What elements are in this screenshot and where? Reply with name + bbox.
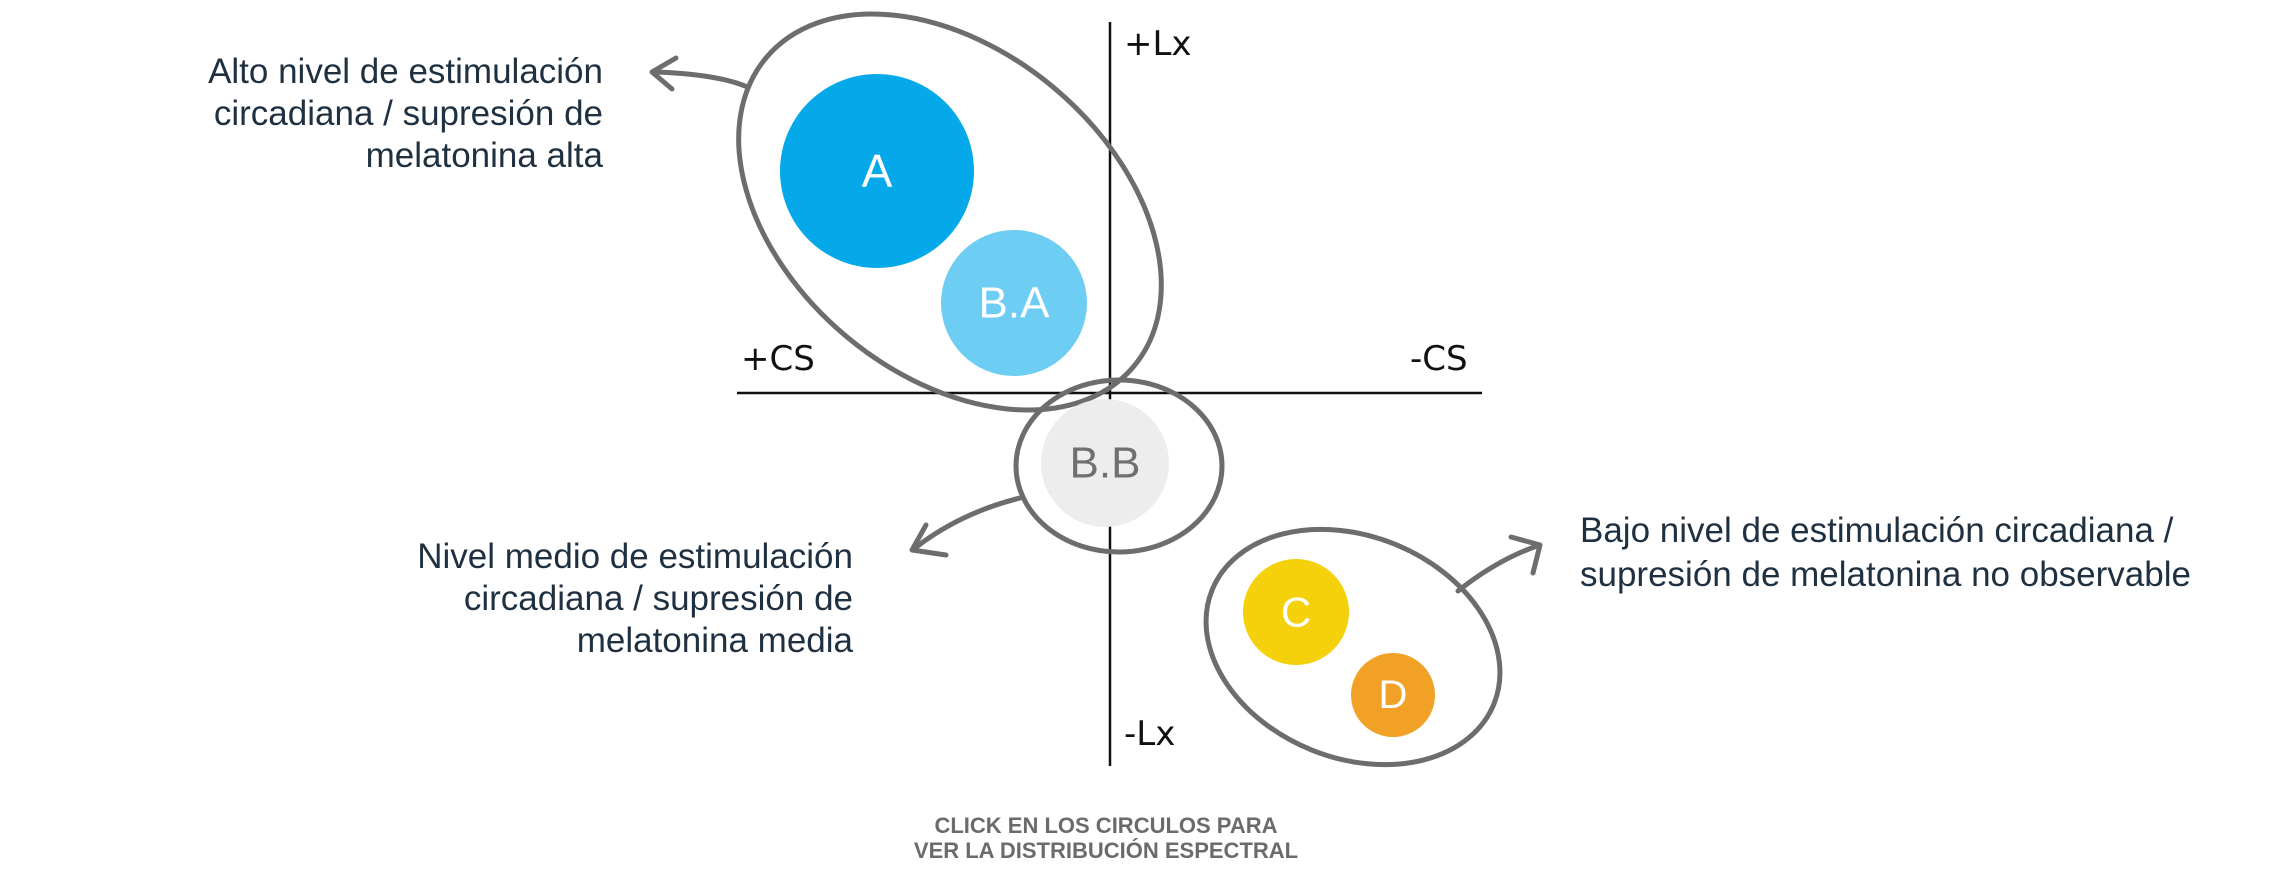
medium-group-line-2: circadiana / supresión de: [464, 579, 853, 618]
medium-group-description: Nivel medio de estimulación circadiana /…: [417, 537, 853, 660]
high-group-line-2: circadiana / supresión de: [214, 94, 603, 133]
circle-BA-shape[interactable]: [941, 230, 1087, 376]
high-group-outline: [736, 11, 1164, 413]
low-group-outline: [1203, 526, 1503, 768]
medium-group-line-3: melatonina media: [577, 621, 854, 660]
circle-C[interactable]: C: [1243, 559, 1349, 665]
axis-label-top: +Lx: [1124, 24, 1192, 64]
footer-line-2: VER LA DISTRIBUCIÓN ESPECTRAL: [914, 838, 1298, 863]
low-group-description: Bajo nivel de estimulación circadiana / …: [1580, 511, 2191, 594]
circle-C-shape[interactable]: [1243, 559, 1349, 665]
axis-label-right: -CS: [1410, 339, 1468, 379]
medium-group-outline: [1013, 377, 1225, 555]
high-group-line-1: Alto nivel de estimulación: [208, 52, 603, 91]
circle-D-label: D: [1379, 673, 1408, 717]
circle-A-shape[interactable]: [780, 74, 974, 268]
footer-line-1: CLICK EN LOS CIRCULOS PARA: [934, 813, 1277, 838]
circle-C-label: C: [1281, 589, 1311, 636]
medium-group-arrow: [909, 495, 1023, 558]
circle-BA-label: B.A: [979, 279, 1051, 328]
circle-BB-shape[interactable]: [1041, 399, 1169, 527]
axis-label-bottom: -Lx: [1124, 714, 1175, 754]
circle-A-label: A: [862, 145, 893, 197]
circle-BA[interactable]: B.A: [941, 230, 1087, 376]
circle-BB-label: B.B: [1070, 439, 1141, 488]
circle-BB[interactable]: B.B: [1041, 399, 1169, 527]
low-group-line-1: Bajo nivel de estimulación circadiana /: [1580, 511, 2174, 550]
circle-D[interactable]: D: [1351, 653, 1435, 737]
axis-label-left: +CS: [741, 339, 815, 379]
circle-A[interactable]: A: [780, 74, 974, 268]
high-group-arrow: [649, 55, 748, 92]
circle-D-shape[interactable]: [1351, 653, 1435, 737]
low-group-line-2: supresión de melatonina no observable: [1580, 555, 2191, 594]
medium-group-line-1: Nivel medio de estimulación: [417, 537, 853, 576]
high-group-description: Alto nivel de estimulación circadiana / …: [208, 52, 603, 175]
low-group-arrow: [1455, 534, 1543, 594]
footer-instruction: CLICK EN LOS CIRCULOS PARA VER LA DISTRI…: [914, 813, 1298, 863]
high-group-line-3: melatonina alta: [366, 136, 604, 175]
